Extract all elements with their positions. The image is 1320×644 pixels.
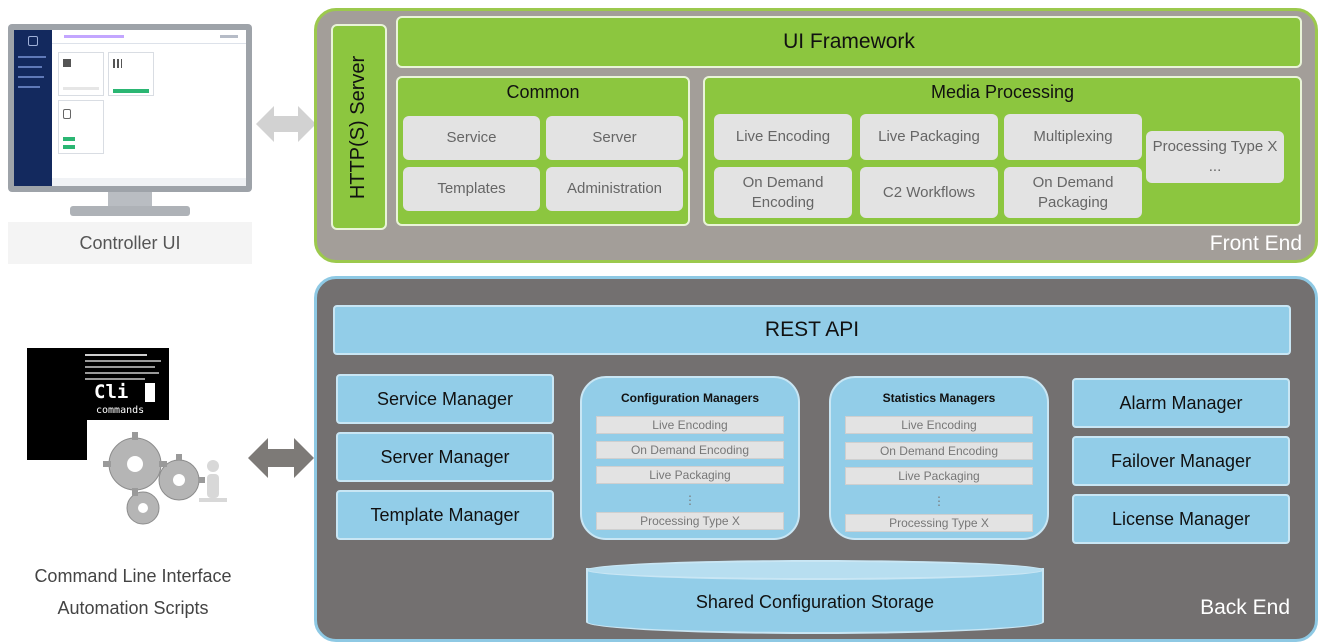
media-item-processing-type-x: Processing Type X ... bbox=[1146, 131, 1284, 183]
config-item-live-encoding: Live Encoding bbox=[596, 416, 784, 434]
stats-item-on-demand-encoding: On Demand Encoding bbox=[845, 442, 1033, 460]
http-server-label-wrap: HTTP(S) Server bbox=[331, 24, 387, 230]
configuration-managers-title: Configuration Managers bbox=[620, 391, 759, 405]
common-item-administration: Administration bbox=[546, 167, 683, 211]
common-item-server: Server bbox=[546, 116, 683, 160]
monitor-stand bbox=[108, 192, 152, 208]
stats-item-live-encoding: Live Encoding bbox=[845, 416, 1033, 434]
bidirectional-arrow-icon bbox=[256, 104, 316, 144]
config-ellipsis: ⋮ bbox=[684, 493, 696, 507]
mock-card bbox=[58, 52, 104, 96]
common-item-service: Service bbox=[403, 116, 540, 160]
stats-ellipsis: ⋮ bbox=[933, 494, 945, 508]
back-end-label: Back End bbox=[1200, 596, 1290, 619]
ui-framework-box: UI Framework bbox=[396, 16, 1302, 68]
failover-manager-box: Failover Manager bbox=[1072, 436, 1290, 486]
cli-prompt-text: Cli bbox=[94, 381, 129, 403]
cli-label-line2: Automation Scripts bbox=[57, 598, 209, 618]
config-item-on-demand-encoding: On Demand Encoding bbox=[596, 441, 784, 459]
mock-topbar bbox=[52, 30, 246, 44]
http-server-box bbox=[331, 24, 387, 230]
media-item-live-encoding: Live Encoding bbox=[714, 114, 852, 160]
cli-label-line1: Command Line Interface bbox=[34, 566, 232, 586]
config-item-processing-type-x: Processing Type X bbox=[596, 512, 784, 530]
media-processing-title: Media Processing bbox=[930, 81, 1075, 102]
media-item-on-demand-encoding: On Demand Encoding bbox=[714, 167, 852, 218]
template-manager-box: Template Manager bbox=[336, 490, 554, 540]
common-title: Common bbox=[506, 81, 580, 102]
media-item-c2-workflows: C2 Workflows bbox=[860, 167, 998, 218]
controller-ui-screenshot bbox=[14, 30, 246, 186]
cli-cursor bbox=[145, 383, 155, 402]
server-manager-box: Server Manager bbox=[336, 432, 554, 482]
monitor-base bbox=[70, 206, 190, 216]
mock-sidebar bbox=[14, 30, 52, 186]
media-item-live-packaging: Live Packaging bbox=[860, 114, 998, 160]
rest-api-box: REST API bbox=[333, 305, 1291, 355]
stats-item-live-packaging: Live Packaging bbox=[845, 467, 1033, 485]
service-manager-box: Service Manager bbox=[336, 374, 554, 424]
stats-item-processing-type-x: Processing Type X bbox=[845, 514, 1033, 532]
license-manager-box: License Manager bbox=[1072, 494, 1290, 544]
front-end-label: Front End bbox=[1209, 232, 1302, 255]
config-item-live-packaging: Live Packaging bbox=[596, 466, 784, 484]
media-item-on-demand-packaging: On Demand Packaging bbox=[1004, 167, 1142, 218]
http-server-label: HTTP(S) Server bbox=[347, 55, 370, 199]
shared-storage-label: Shared Configuration Storage bbox=[695, 591, 935, 612]
statistics-managers-title: Statistics Managers bbox=[882, 391, 996, 405]
mock-card bbox=[58, 100, 104, 154]
bidirectional-arrow-icon bbox=[248, 436, 314, 480]
alarm-manager-box: Alarm Manager bbox=[1072, 378, 1290, 428]
gears-icon bbox=[87, 420, 237, 532]
shared-storage-top bbox=[586, 560, 1044, 580]
cli-subtext: commands bbox=[96, 405, 145, 416]
controller-ui-label: Controller UI bbox=[8, 222, 252, 264]
media-item-multiplexing: Multiplexing bbox=[1004, 114, 1142, 160]
mock-card bbox=[108, 52, 154, 96]
common-item-templates: Templates bbox=[403, 167, 540, 211]
